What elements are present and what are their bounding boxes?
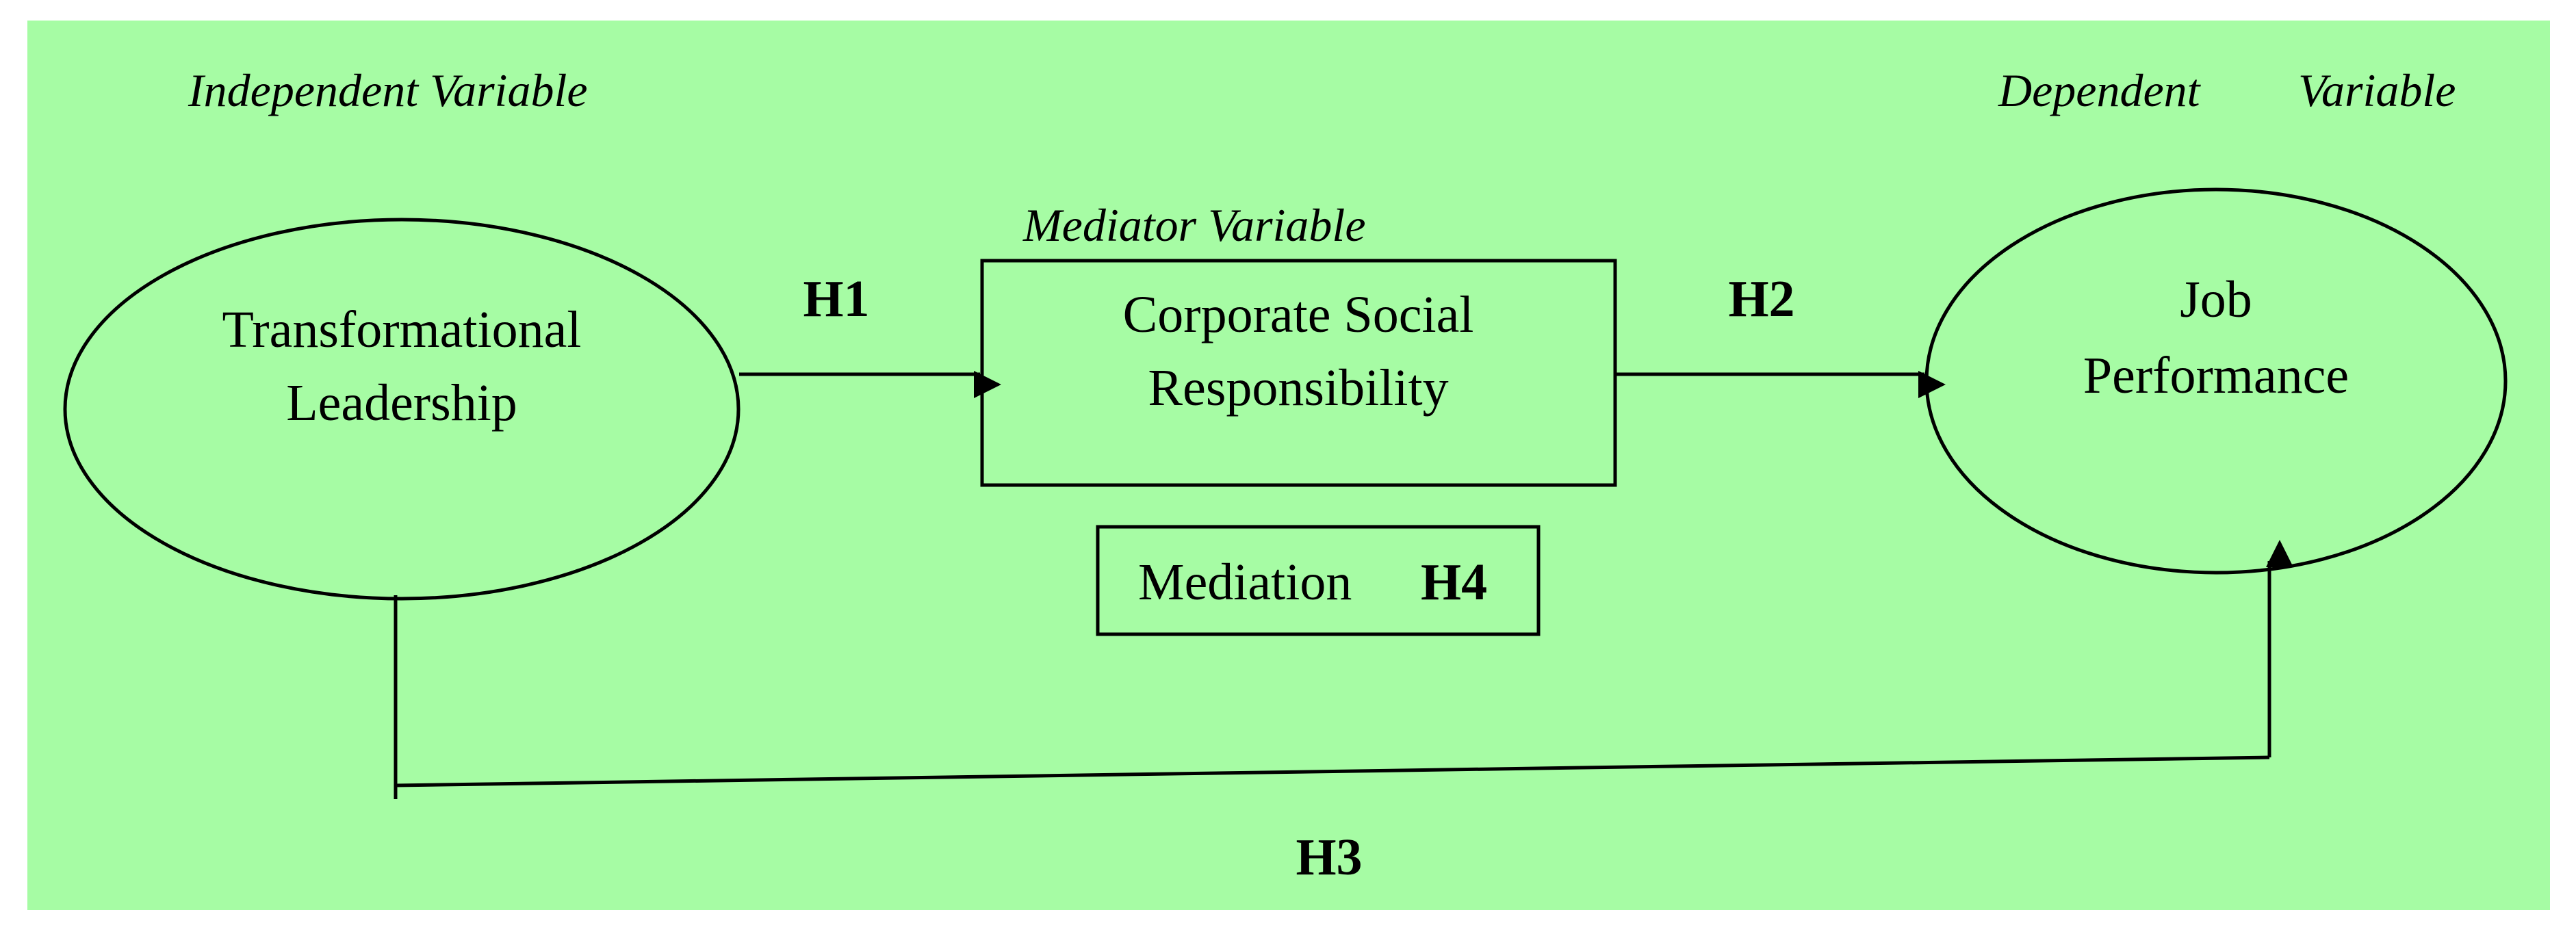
mediator-variable-label: Mediator Variable: [1022, 199, 1366, 251]
independent-node-line1: Transformational: [222, 301, 582, 359]
h2-label: H2: [1728, 270, 1794, 328]
mediation-text: Mediation: [1138, 553, 1352, 611]
dependent-word-label: Dependent: [1998, 64, 2202, 116]
dependent-node-line1: Job: [2180, 271, 2252, 328]
dependent-variable-word-label: Variable: [2298, 64, 2456, 116]
h1-label: H1: [803, 270, 869, 328]
mediation-box: [1096, 525, 1541, 636]
independent-variable-label: Independent Variable: [188, 64, 588, 116]
h3-horizontal-line: [395, 755, 2270, 787]
diagram-background: [27, 21, 2550, 910]
independent-node-line2: Leadership: [286, 374, 517, 432]
mediator-node-line1: Corporate Social: [1123, 286, 1474, 343]
h3-label: H3: [1296, 829, 1362, 886]
dependent-node-line2: Performance: [2083, 347, 2349, 404]
independent-variable-ellipse: [63, 218, 740, 601]
mediator-node-line2: Responsibility: [1148, 359, 1448, 417]
h4-label: H4: [1421, 553, 1487, 611]
